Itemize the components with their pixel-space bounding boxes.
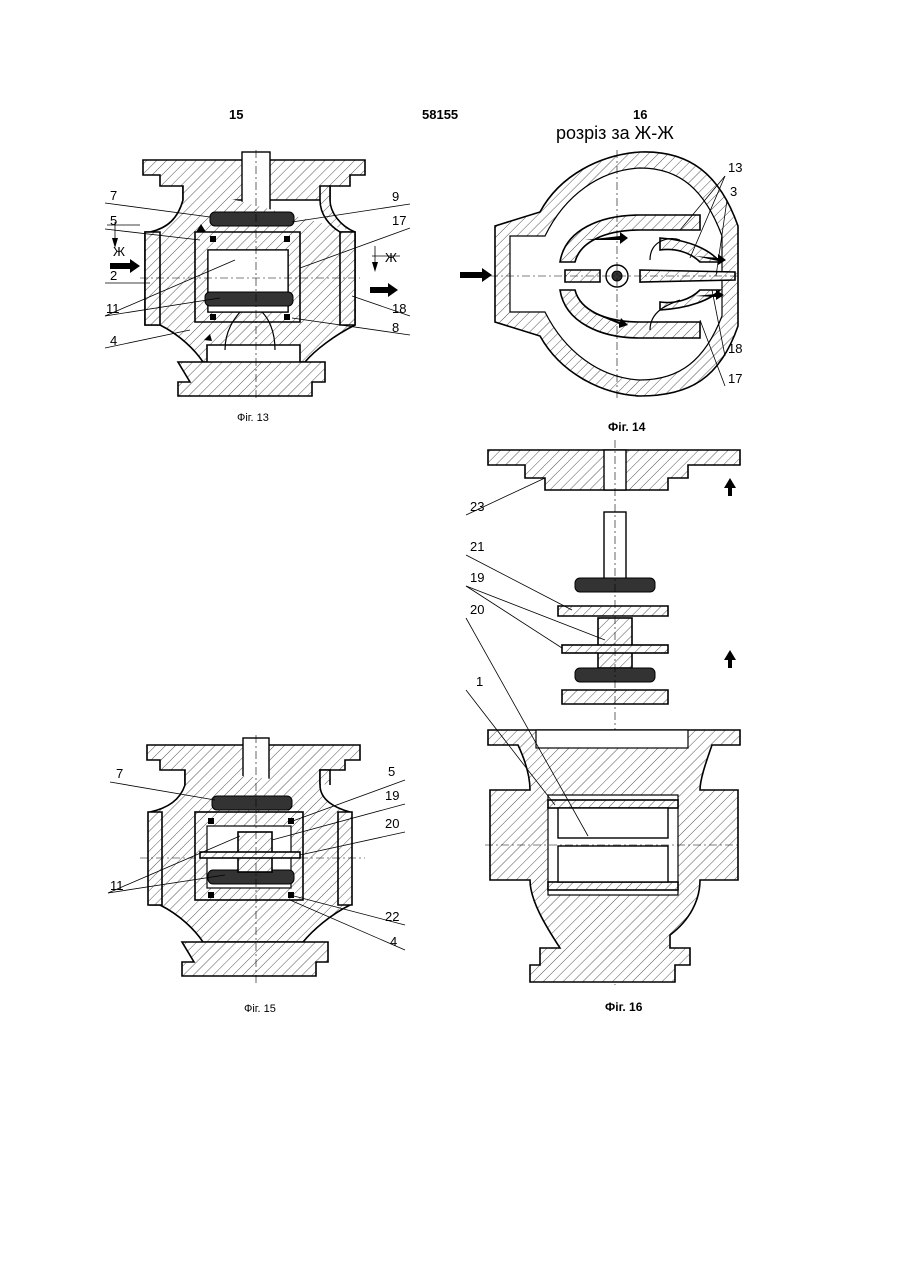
- fig16-insert: [558, 846, 668, 882]
- fig13-label-7: 7: [110, 188, 117, 203]
- fig14-label-18: 18: [728, 341, 742, 356]
- fig13-lower-disc: [205, 292, 293, 306]
- fig15-bottom-flange: [182, 942, 328, 976]
- fig16-caption: Фіг. 16: [605, 1000, 643, 1014]
- fig16-seat-ring: [558, 606, 668, 616]
- fig16-label-19: 19: [470, 570, 484, 585]
- fig13-bottom-flange: [178, 362, 325, 396]
- fig16-label-21: 21: [470, 539, 484, 554]
- fig14-inlet-arrow: [460, 268, 492, 282]
- fig14-label-13: 13: [728, 160, 742, 175]
- fig13-inlet-wall: [145, 232, 160, 325]
- fig14-label-3: 3: [730, 184, 737, 199]
- leader: [466, 586, 562, 648]
- figure-14: 13 3 18 17 Фіг. 14: [460, 150, 742, 434]
- figure-16: 23 21 19 20 1 Фіг. 16: [466, 440, 740, 1014]
- figure-15: 7 11 5 19 20 22 4 Фіг. 15: [108, 735, 405, 1015]
- patent-number: 58155: [422, 107, 458, 122]
- fig15-upper-disc: [212, 796, 292, 810]
- fig16-lift-arrow: [724, 478, 736, 496]
- fig13-outlet-arrow: [370, 283, 398, 297]
- fig13-label-17: 17: [392, 213, 406, 228]
- fig15-label-20: 20: [385, 816, 399, 831]
- fig13-seal: [210, 236, 216, 242]
- fig15-label-5: 5: [388, 764, 395, 779]
- fig13-label-9: 9: [392, 189, 399, 204]
- fig15-label-7: 7: [116, 766, 123, 781]
- fig15-seal: [208, 892, 214, 898]
- fig16-body-neck: [536, 730, 688, 748]
- fig14-caption: Фіг. 14: [608, 420, 646, 434]
- fig13-section-mark-left: Ж: [113, 244, 125, 259]
- fig13-seal: [284, 236, 290, 242]
- fig15-inlet-wall: [148, 812, 162, 905]
- fig15-outlet-wall: [338, 812, 352, 905]
- fig13-label-2: 2: [110, 268, 117, 283]
- fig16-label-1: 1: [476, 674, 483, 689]
- fig16-lift-arrow: [724, 650, 736, 668]
- fig13-seal: [210, 314, 216, 320]
- fig13-outlet-wall: [340, 232, 355, 325]
- leader: [466, 478, 545, 515]
- fig15-caption: Фіг. 15: [244, 1003, 276, 1015]
- right-page-number: 16: [633, 107, 647, 122]
- fig16-label-20: 20: [470, 602, 484, 617]
- fig15-flange: [200, 852, 300, 858]
- fig15-label-19: 19: [385, 788, 399, 803]
- fig13-upper-disc: [210, 212, 294, 226]
- fig15-seal: [208, 818, 214, 824]
- left-page-number: 15: [229, 107, 243, 122]
- fig13-caption: Фіг. 13: [237, 412, 269, 424]
- fig15-label-4: 4: [390, 934, 397, 949]
- fig16-ring: [548, 882, 678, 890]
- fig14-label-17: 17: [728, 371, 742, 386]
- section-title: розріз за Ж-Ж: [556, 123, 674, 143]
- leader: [105, 330, 190, 348]
- figure-13: 7 5 Ж 2 11 4 9 17 Ж 18 8 Фіг. 13: [105, 150, 410, 424]
- fig13-section-mark-right: Ж: [385, 250, 397, 265]
- fig13-seal: [284, 314, 290, 320]
- fig16-ring: [548, 800, 678, 808]
- fig13-label-5: 5: [110, 213, 117, 228]
